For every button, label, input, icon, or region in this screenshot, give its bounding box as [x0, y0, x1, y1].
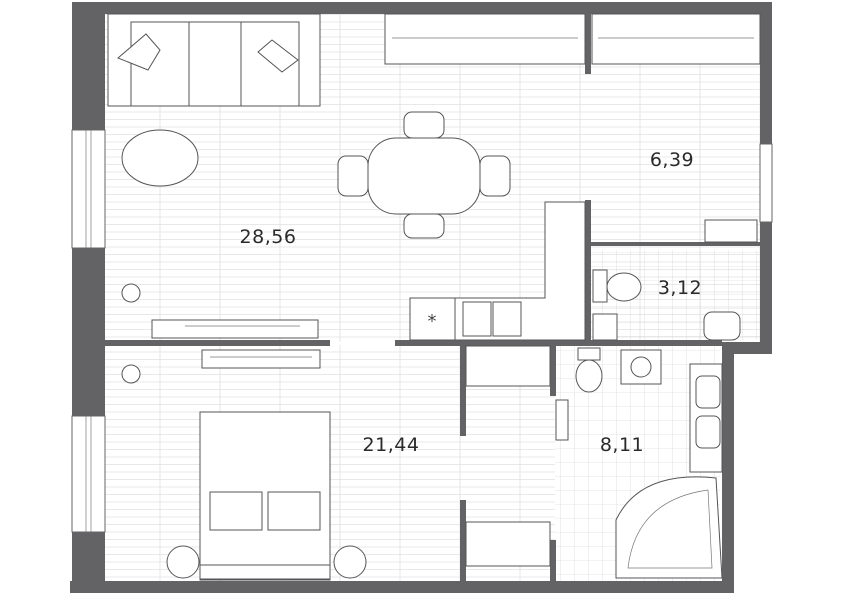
wc-fixtures [592, 269, 741, 341]
dining-table [337, 111, 511, 239]
rug [121, 129, 199, 187]
room-area-living: 28,56 [240, 226, 297, 248]
tv-units [151, 319, 321, 369]
room-area-bedroom: 21,44 [363, 434, 420, 456]
wardrobe-top [384, 13, 761, 65]
sofa [107, 13, 321, 107]
room-area-wc: 3,12 [658, 277, 702, 299]
plant [121, 283, 141, 384]
room-area-hall: 6,39 [650, 149, 694, 171]
wardrobe-bedroom [465, 345, 551, 567]
walls [70, 2, 772, 593]
room-area-bath: 8,11 [600, 434, 644, 456]
hall-sink [704, 219, 758, 243]
kitchen: * [409, 201, 586, 341]
bed [166, 411, 367, 581]
windows [71, 129, 773, 533]
svg-text:*: * [428, 311, 437, 332]
bath-fixtures [555, 347, 723, 579]
